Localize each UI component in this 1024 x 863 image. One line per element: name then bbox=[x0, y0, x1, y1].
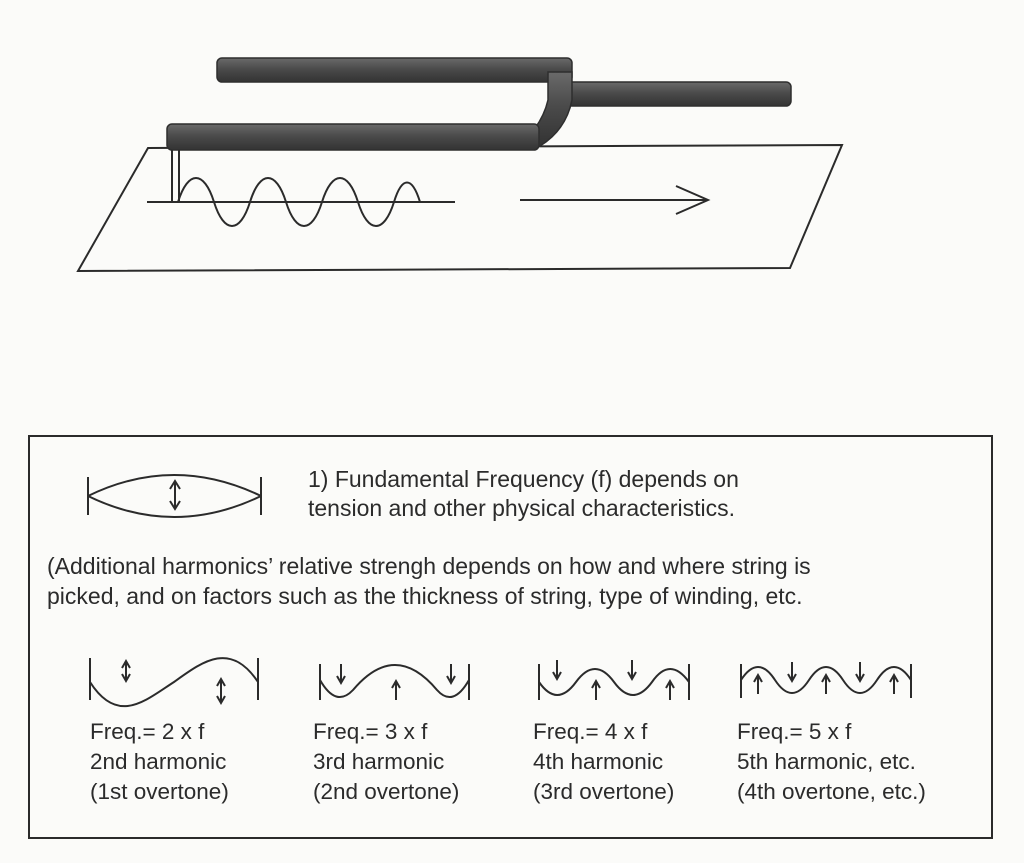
fundamental-string-diagram bbox=[87, 474, 262, 518]
motion-arrow bbox=[520, 185, 711, 215]
harmonic-overtone: (2nd overtone) bbox=[313, 779, 460, 804]
harmonic-overtone: (3rd overtone) bbox=[533, 779, 675, 804]
tuning-fork bbox=[166, 57, 792, 202]
fifth-harmonic-caption: Freq.= 5 x f 5th harmonic, etc. (4th ove… bbox=[737, 717, 926, 807]
fundamental-line-1: 1) Fundamental Frequency (f) depends on bbox=[308, 466, 739, 492]
additional-harmonics-note: (Additional harmonics’ relative strengh … bbox=[47, 551, 811, 611]
info-box bbox=[28, 435, 993, 839]
additional-line-1: (Additional harmonics’ relative strengh … bbox=[47, 553, 811, 579]
harmonic-name: 3rd harmonic bbox=[313, 749, 445, 774]
harmonic-overtone: (1st overtone) bbox=[90, 779, 229, 804]
fundamental-line-2: tension and other physical characteristi… bbox=[308, 495, 735, 521]
harmonic-freq: Freq.= 5 x f bbox=[737, 719, 852, 744]
harmonic-name: 4th harmonic bbox=[533, 749, 664, 774]
harmonic-freq: Freq.= 3 x f bbox=[313, 719, 428, 744]
harmonic-freq: Freq.= 2 x f bbox=[90, 719, 205, 744]
fourth-harmonic-caption: Freq.= 4 x f 4th harmonic (3rd overtone) bbox=[533, 717, 674, 807]
second-harmonic-caption: Freq.= 2 x f 2nd harmonic (1st overtone) bbox=[90, 717, 229, 807]
harmonic-name: 5th harmonic, etc. bbox=[737, 749, 916, 774]
fourth-harmonic-diagram bbox=[538, 660, 690, 700]
fifth-harmonic-diagram bbox=[740, 662, 912, 698]
harmonic-freq: Freq.= 4 x f bbox=[533, 719, 648, 744]
harmonic-overtone: (4th overtone, etc.) bbox=[737, 779, 926, 804]
second-harmonic-diagram bbox=[89, 657, 259, 708]
paper-sheet bbox=[76, 143, 844, 273]
fundamental-caption: 1) Fundamental Frequency (f) depends on … bbox=[308, 465, 739, 523]
additional-line-2: picked, and on factors such as the thick… bbox=[47, 583, 803, 609]
tuning-fork-illustration bbox=[76, 57, 844, 273]
third-harmonic-caption: Freq.= 3 x f 3rd harmonic (2nd overtone) bbox=[313, 717, 459, 807]
traced-wave bbox=[177, 177, 421, 227]
third-harmonic-diagram bbox=[319, 664, 470, 700]
harmonic-name: 2nd harmonic bbox=[90, 749, 227, 774]
